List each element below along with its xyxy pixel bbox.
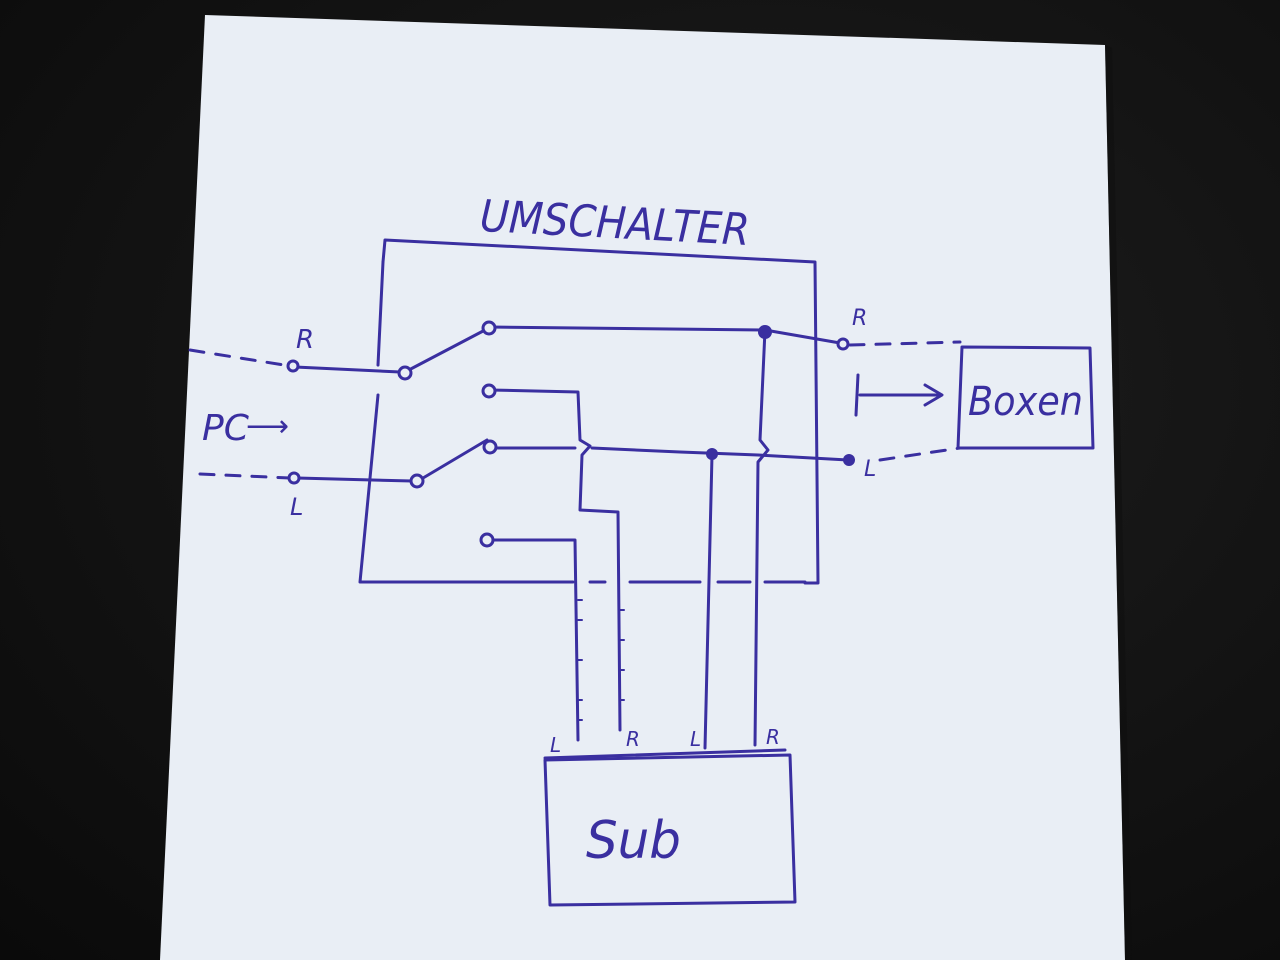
terminal-contact-1	[481, 320, 497, 336]
terminal-lever-r	[397, 365, 413, 381]
boxen-box	[956, 345, 1095, 450]
wire-l-to-sub	[703, 453, 714, 750]
sub-pin-3-label: L	[690, 727, 701, 751]
terminal-pc-l	[287, 471, 301, 485]
sub-pin-1-label: L	[550, 733, 561, 757]
pc-arrow: ⟶	[246, 409, 289, 444]
out-wire-r-dashed	[848, 340, 962, 347]
pc-wire-r-dashed	[188, 348, 292, 368]
contact-top-l	[490, 446, 850, 462]
pc-pin-r-label: R	[296, 325, 314, 355]
output-arrow	[854, 373, 944, 417]
pc-pin-l-label: L	[290, 493, 303, 521]
terminal-contact-2	[481, 383, 497, 399]
junction-r	[758, 325, 772, 339]
sub-box	[543, 753, 797, 907]
terminal-contact-3	[482, 439, 498, 455]
wire-r-to-sub	[753, 328, 770, 747]
terminal-out-r	[836, 337, 850, 351]
contact-mid-r	[488, 388, 622, 732]
out-wire-l-dashed	[878, 446, 962, 462]
sub-pin-2-label: R	[626, 727, 640, 751]
tick-marks	[577, 599, 625, 721]
boxen-label: Boxen	[968, 379, 1083, 425]
junctions	[706, 325, 855, 466]
switch-lever-r	[403, 328, 487, 374]
pc-wire-r	[293, 365, 402, 374]
sub-label: Sub	[586, 811, 681, 871]
out-pin-r-label: R	[852, 306, 867, 331]
sub-top-line	[543, 748, 787, 760]
switch-lever-l	[416, 438, 489, 483]
paper-sheet	[160, 15, 1125, 960]
sub-pin-4-label: R	[766, 725, 780, 749]
switch-housing-left	[358, 260, 807, 584]
switch-housing	[381, 238, 820, 585]
contact-bot-l	[486, 538, 580, 742]
junction-l	[706, 448, 718, 460]
pc-wire-l	[295, 476, 414, 483]
paper-shadow	[1105, 45, 1132, 960]
terminal-lever-l	[409, 473, 425, 489]
terminal-pc-r	[286, 359, 300, 373]
pc-label: PC	[202, 408, 250, 449]
terminal-out-l	[843, 454, 855, 466]
out-pin-l-label: L	[864, 457, 876, 482]
terminals	[286, 320, 850, 548]
terminal-contact-4	[479, 532, 495, 548]
pc-wire-l-dashed	[198, 472, 292, 480]
